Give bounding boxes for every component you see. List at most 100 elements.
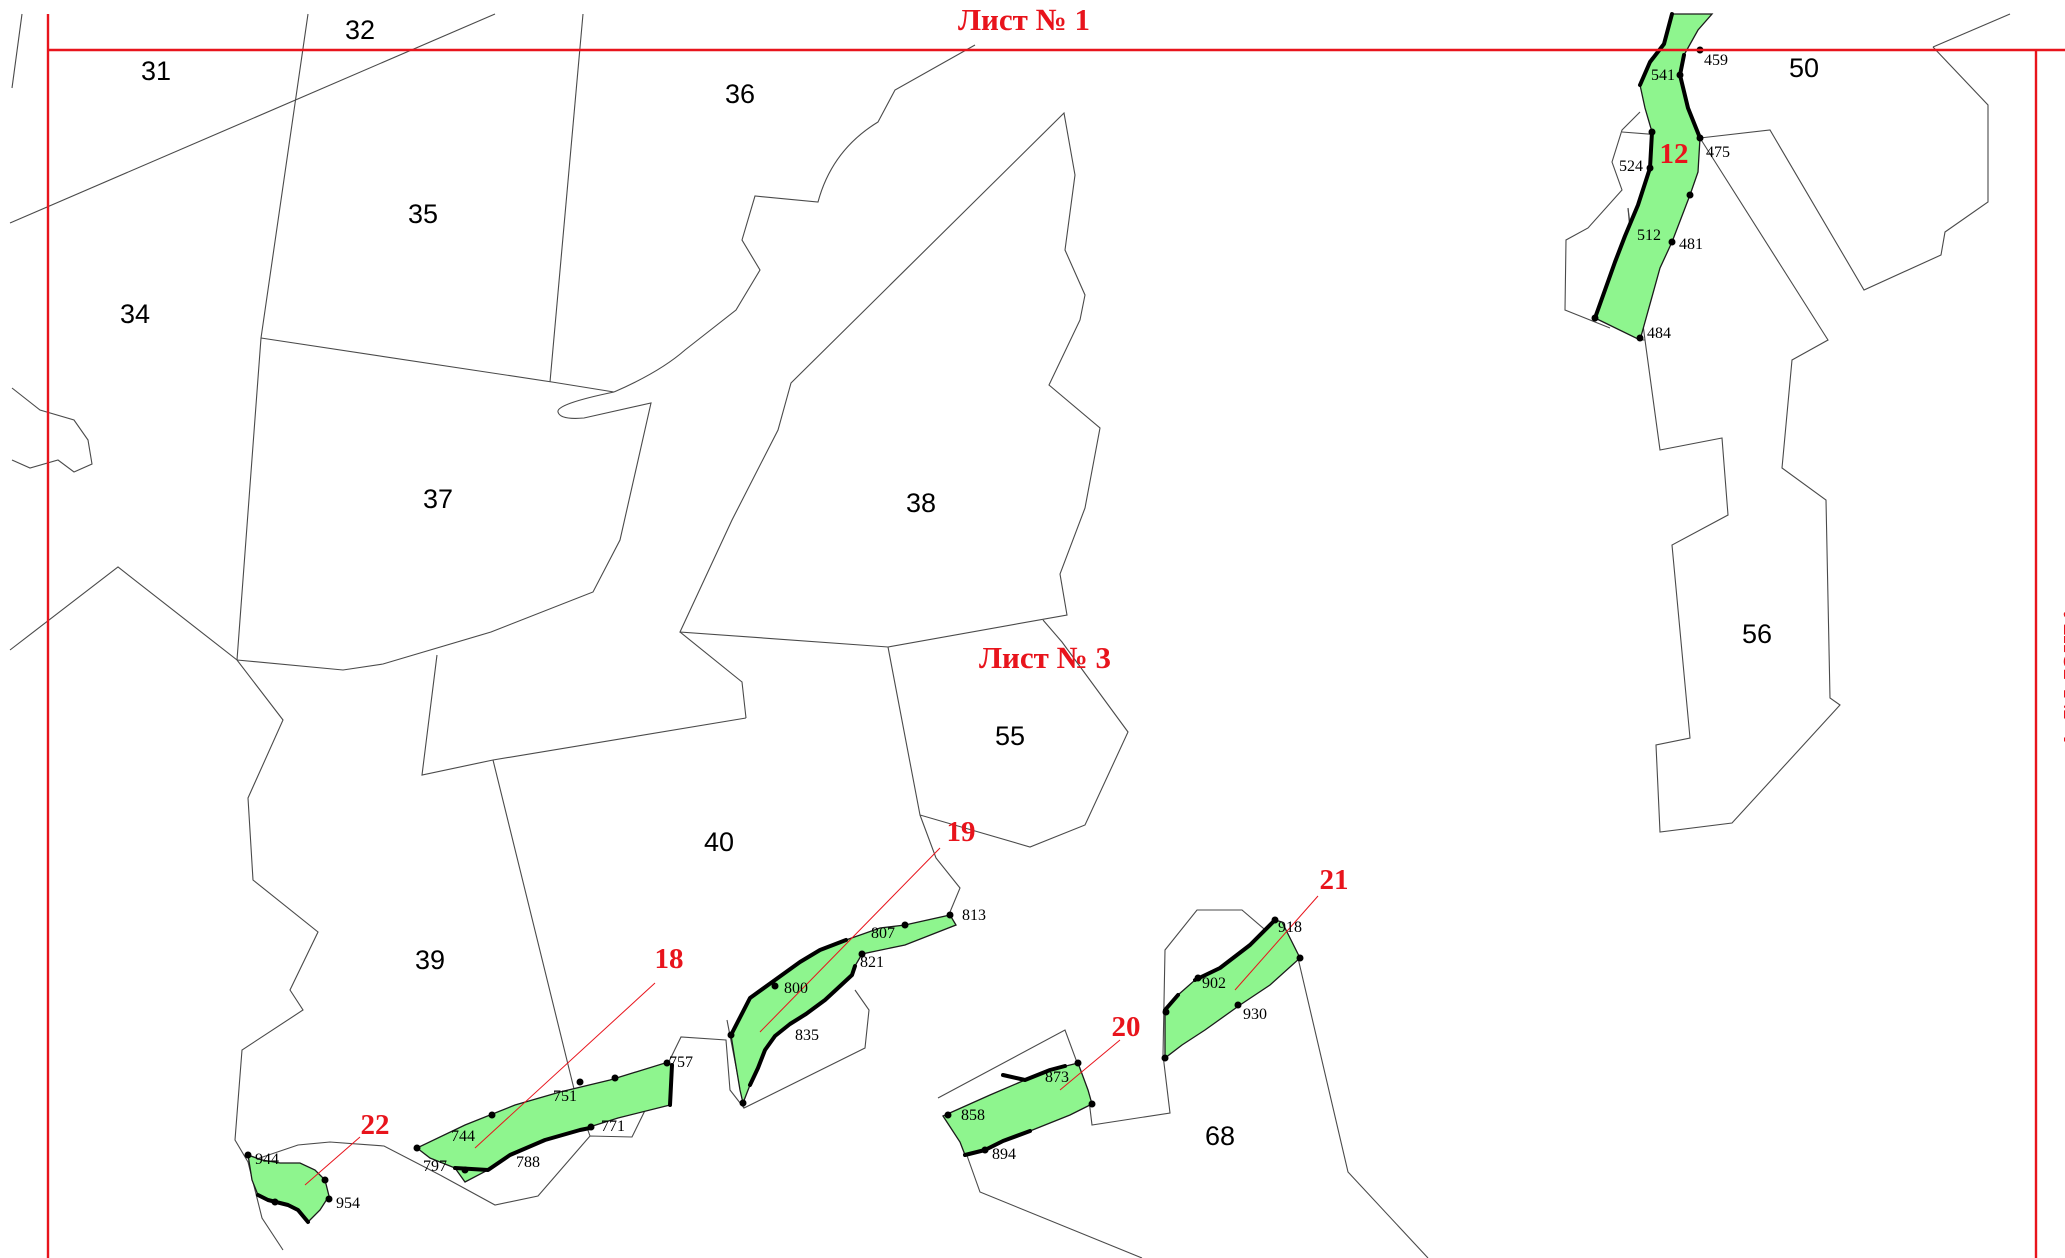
parcel-label-37: 37 [423,484,453,514]
point-label-524: 524 [1619,158,1643,175]
zone-label-18: 18 [655,943,684,975]
parcel-label-31: 31 [141,56,171,86]
point-label-954: 954 [336,1195,360,1212]
vertex-dot [1074,1059,1082,1067]
vertex-dot [321,1176,329,1184]
vertex-dot [488,1111,496,1119]
point-label-894: 894 [992,1146,1016,1163]
vertex-dot [1668,238,1676,246]
boundary-39-west [9,566,745,1206]
parcel-label-32: 32 [345,15,375,45]
zone-label-20: 20 [1112,1011,1141,1043]
vertex-dot [981,1146,989,1154]
sheet-label-4: Лист № 4 [2057,612,2065,744]
sheet-label-3: Лист № 3 [979,640,1111,675]
vertex-dots [244,46,1704,1206]
point-label-902: 902 [1202,975,1226,992]
point-label-800: 800 [784,980,808,997]
point-label-944: 944 [255,1151,279,1168]
point-label-918: 918 [1278,919,1302,936]
zones-highlighted [247,13,1714,1223]
boundary-zone12-left [1564,111,1641,329]
zone-18-area[interactable] [415,1062,673,1183]
boundary-37 [236,391,652,671]
vertex-dot [244,1151,252,1159]
vertex-dot [461,1166,469,1174]
zone-21-edge [1193,918,1277,982]
vertex-dot [1648,128,1656,136]
boundary-40 [679,631,747,719]
vertex-dot [1591,314,1599,322]
vertex-dot [663,1059,671,1067]
vertex-dot [944,1111,952,1119]
point-label-930: 930 [1243,1006,1267,1023]
boundary-37-39 [421,654,747,776]
boundary-36-corridor [613,44,976,393]
zone-label-21: 21 [1320,864,1349,896]
zone-edges [256,12,1702,1224]
parcel-label-35: 35 [408,199,438,229]
point-label-797: 797 [423,1158,447,1175]
zone-21-edge-west [1163,993,1180,1012]
leader-20 [1059,1039,1121,1091]
zone-label-22: 22 [361,1109,390,1141]
zone-18-edge-east [668,1063,674,1107]
zone-label-19: 19 [947,816,976,848]
boundary-34-35 [236,13,309,661]
boundary-west-blob [11,387,93,473]
boundary-left-edge [11,13,23,89]
vertex-dot [901,921,909,929]
point-label-757: 757 [669,1054,693,1071]
vertex-dot [325,1195,333,1203]
point-label-459: 459 [1704,52,1728,69]
boundary-68 [937,909,1429,1258]
leader-18 [474,982,656,1149]
parcel-label-55: 55 [995,721,1025,751]
parcel-label-50: 50 [1789,53,1819,83]
point-label-835: 835 [795,1027,819,1044]
zone-12-edge-east [1678,53,1702,140]
point-label-512: 512 [1637,227,1661,244]
zone-19-area[interactable] [730,914,957,1106]
vertex-dot [858,950,866,958]
vertex-dot [739,1099,747,1107]
vertex-dot [271,1198,279,1206]
parcel-label-39: 39 [415,945,445,975]
vertex-dot [1088,1100,1096,1108]
vertex-dot [587,1123,595,1131]
zone-20-edge [1001,1064,1067,1082]
parcel-label-36: 36 [725,79,755,109]
vertex-dot [1676,71,1684,79]
parcel-boundaries [9,13,2011,1258]
vertex-dot [1636,334,1644,342]
parcel-label-34: 34 [120,299,150,329]
vertex-dot [1646,164,1654,172]
boundary-50-top [1932,13,2011,48]
leader-21 [1234,895,1319,991]
parcel-label-56: 56 [1742,619,1772,649]
boundary-35-37 [260,337,615,393]
zone-12-area[interactable] [1594,13,1714,341]
parcel-label-40: 40 [704,827,734,857]
point-label-807: 807 [871,925,895,942]
vertex-dot [1161,1054,1169,1062]
vertex-dot [1271,916,1279,924]
vertex-dot [1234,1001,1242,1009]
zone-label-12: 12 [1660,138,1689,170]
vertex-dot [727,1031,735,1039]
vertex-dot [611,1074,619,1082]
vertex-dot [771,982,779,990]
leader-22 [304,1136,361,1186]
zone-20-edge-south [963,1129,1032,1157]
point-label-744: 744 [451,1128,475,1145]
vertex-dot [1194,974,1202,982]
boundary-diagonal-31-35 [9,13,496,224]
vertex-dot [576,1078,584,1086]
zone-12-edge-west [1638,12,1674,87]
point-label-541: 541 [1651,67,1675,84]
point-label-821: 821 [860,954,884,971]
boundary-50-east [1699,46,1989,291]
zone-18-edge [453,1126,592,1172]
vertex-dot [1162,1008,1170,1016]
zone-21-area[interactable] [1164,919,1301,1060]
